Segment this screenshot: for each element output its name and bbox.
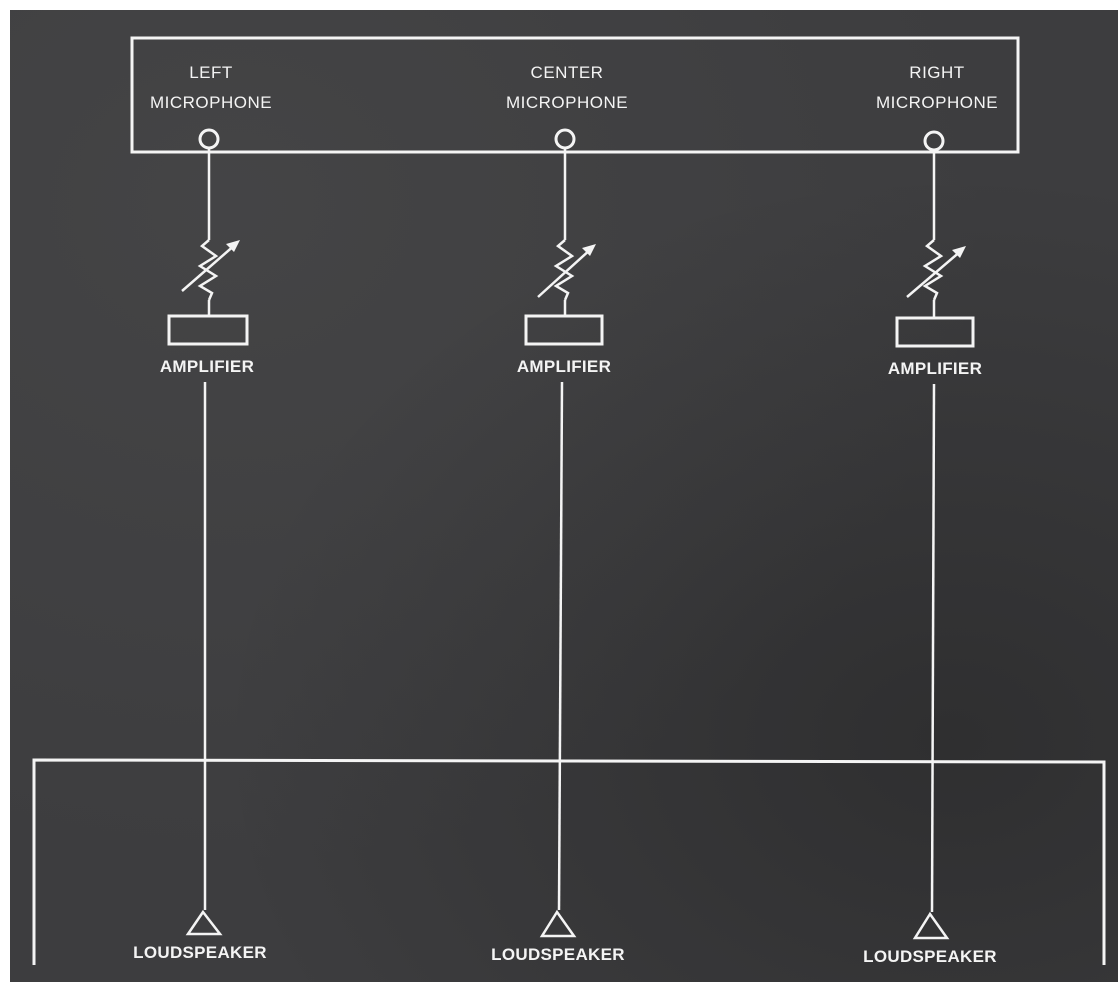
mic-label-line2: MICROPHONE: [506, 93, 628, 112]
variable-resistor-arrow: [906, 249, 963, 298]
amplifier-label: AMPLIFIER: [517, 357, 611, 376]
mic-label-line1: LEFT: [189, 63, 233, 82]
mic-label-line1: CENTER: [531, 63, 604, 82]
variable-resistor-icon: [553, 239, 575, 301]
variable-resistor-arrowhead: [582, 244, 596, 256]
wire-amp-to-speaker: [930, 383, 936, 913]
amplifier-label: AMPLIFIER: [160, 357, 254, 376]
variable-resistor-arrowhead: [952, 246, 966, 258]
variable-resistor-icon: [197, 239, 219, 301]
microphone-room-box: [130, 36, 1020, 154]
variable-resistor-icon: [922, 239, 944, 301]
loudspeaker-room-outline: [32, 758, 1106, 965]
amplifier-box: [524, 314, 604, 346]
channel-right: RIGHT MICROPHONE AMPLIFIER LOUDSPEAKER: [863, 63, 998, 966]
mic-label-line2: MICROPHONE: [876, 93, 998, 112]
microphone-icon: [923, 130, 945, 152]
mic-label-line2: MICROPHONE: [150, 93, 272, 112]
microphone-icon: [198, 128, 220, 150]
amplifier-box: [895, 316, 975, 348]
channel-left: LEFT MICROPHONE AMPLIFIER LOUDSPEAKER: [133, 63, 272, 962]
amplifier-box: [167, 314, 249, 346]
loudspeaker-icon: [185, 909, 223, 936]
variable-resistor-arrowhead: [226, 240, 240, 252]
wire-amp-to-speaker: [557, 381, 564, 911]
variable-resistor-arrow: [537, 247, 593, 298]
loudspeaker-icon: [539, 909, 577, 938]
channel-center: CENTER MICROPHONE AMPLIFIER LOUDSPEAKER: [491, 63, 628, 964]
amplifier-label: AMPLIFIER: [888, 359, 982, 378]
loudspeaker-label: LOUDSPEAKER: [133, 943, 267, 962]
loudspeaker-icon: [912, 911, 950, 940]
loudspeaker-label: LOUDSPEAKER: [863, 947, 997, 966]
microphone-icon: [554, 128, 576, 150]
loudspeaker-label: LOUDSPEAKER: [491, 945, 625, 964]
variable-resistor-arrow: [181, 243, 237, 292]
mic-label-line1: RIGHT: [909, 63, 964, 82]
